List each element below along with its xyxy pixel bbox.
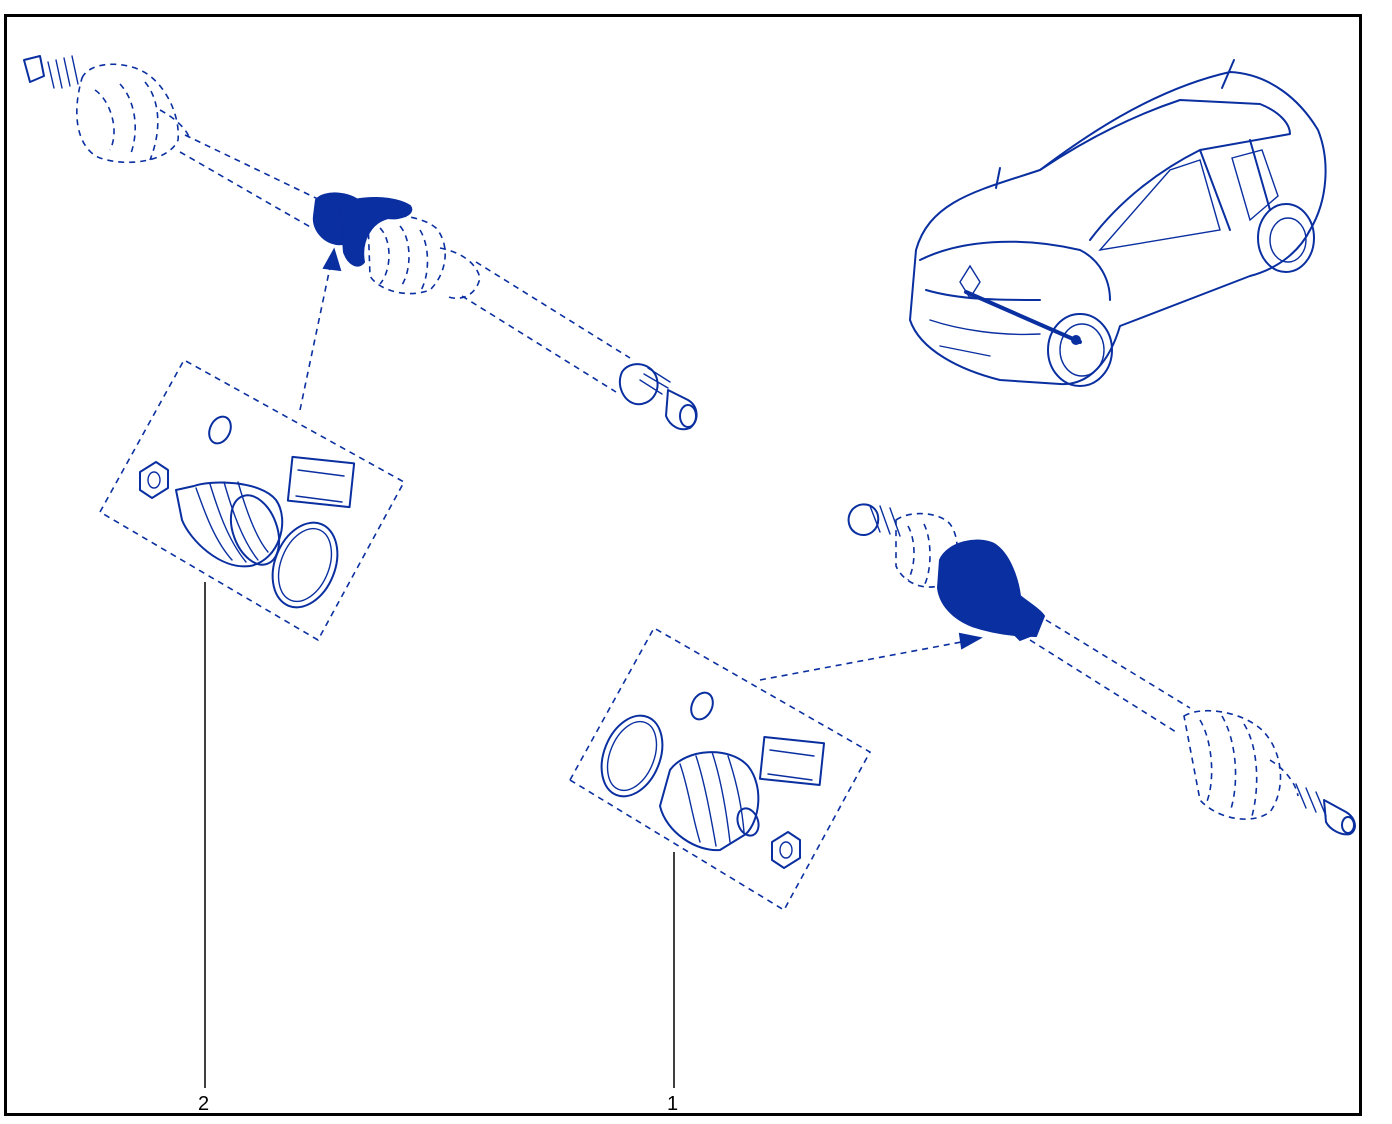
cv-boot-kit-2	[98, 358, 406, 642]
callout-2: 2	[198, 1093, 210, 1115]
vehicle-suv	[909, 59, 1327, 387]
cv-boot-kit-1	[568, 626, 872, 912]
drive-shaft-upper	[23, 55, 698, 431]
drive-shaft-lower	[759, 503, 1356, 836]
diagram-frame	[4, 14, 1362, 1116]
callout-1: 1	[667, 1093, 679, 1115]
